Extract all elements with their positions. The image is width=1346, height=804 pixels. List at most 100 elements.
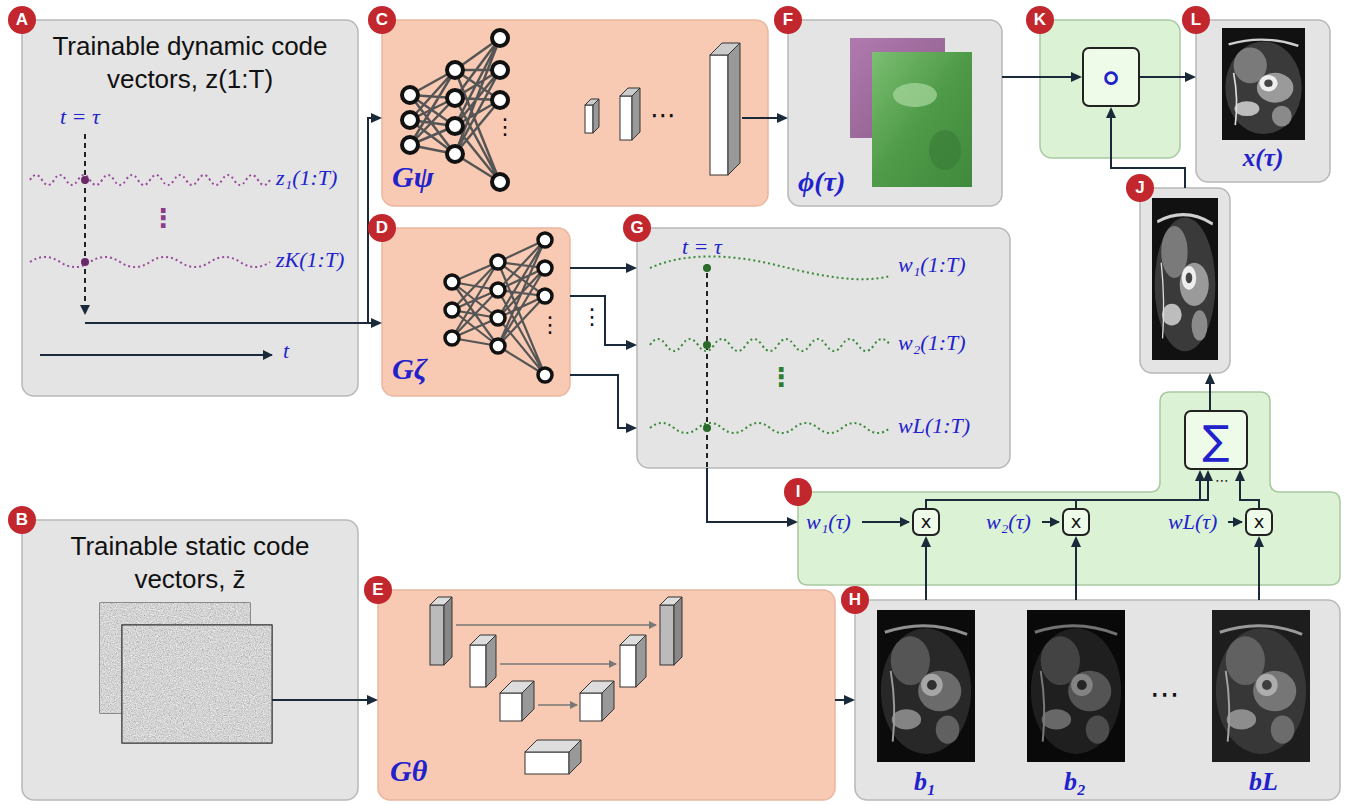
neuron bbox=[491, 255, 505, 269]
arrowhead bbox=[1071, 72, 1082, 82]
network-name: Gθ bbox=[390, 754, 427, 789]
feature-slab bbox=[580, 681, 614, 693]
field-map bbox=[850, 38, 945, 138]
arrowhead bbox=[1195, 470, 1205, 481]
math-label: w₁(τ) bbox=[806, 509, 851, 535]
mri-image bbox=[1222, 28, 1305, 140]
feature-slab bbox=[470, 645, 486, 687]
connector-line bbox=[925, 545, 927, 600]
neuron bbox=[445, 331, 459, 345]
panel-ground bbox=[382, 20, 768, 206]
arrowhead bbox=[367, 695, 378, 705]
connector-line bbox=[1240, 479, 1259, 508]
neuron bbox=[447, 118, 463, 134]
connector-line bbox=[1076, 479, 1208, 508]
noise-image bbox=[100, 603, 250, 713]
connector-line bbox=[742, 117, 768, 119]
arrow-connector bbox=[768, 113, 788, 123]
sample-dot bbox=[81, 176, 89, 184]
code-wave bbox=[30, 257, 270, 267]
arrow-connector bbox=[921, 536, 931, 600]
field-blob bbox=[929, 130, 961, 170]
panel-ground bbox=[855, 600, 1340, 800]
panel-ground bbox=[637, 228, 1010, 468]
time-axis bbox=[40, 354, 272, 356]
multiply-box: x bbox=[912, 508, 940, 536]
feature-slab bbox=[585, 99, 599, 105]
operator-symbol: x bbox=[1071, 513, 1082, 531]
connector-line bbox=[768, 117, 779, 119]
callout-letter: A bbox=[8, 6, 36, 34]
weight-wave bbox=[650, 423, 890, 433]
arrowhead bbox=[777, 113, 788, 123]
mri-image bbox=[1152, 198, 1218, 360]
panel-ground bbox=[1040, 20, 1180, 158]
math-label: wL(τ) bbox=[1168, 509, 1217, 535]
neuron bbox=[445, 233, 552, 382]
arrowhead bbox=[1203, 470, 1213, 481]
feature-slab bbox=[430, 605, 444, 665]
callout-letter: J bbox=[1126, 174, 1154, 202]
callout-letter: B bbox=[8, 506, 36, 534]
feature-slab bbox=[620, 635, 646, 645]
connector-line bbox=[272, 699, 358, 701]
neuron bbox=[492, 174, 508, 190]
neuron bbox=[492, 30, 508, 46]
weight-wave bbox=[650, 256, 890, 279]
feature-slab bbox=[636, 635, 646, 687]
panel-title: Trainable dynamic code vectors, z(1:T) bbox=[30, 30, 350, 95]
sample-dot bbox=[703, 341, 711, 349]
feature-slab bbox=[602, 681, 614, 721]
panel-ground bbox=[1196, 20, 1330, 182]
network-name: Gζ bbox=[392, 352, 427, 387]
panel-ground bbox=[22, 520, 358, 800]
neuron bbox=[538, 261, 552, 275]
skip-arrow bbox=[538, 704, 577, 706]
neuron bbox=[402, 87, 418, 103]
time-marker bbox=[706, 264, 708, 467]
image-shade bbox=[1212, 610, 1310, 762]
feature-slab bbox=[470, 635, 496, 645]
arrowhead bbox=[626, 263, 637, 273]
math-label: w₂(τ) bbox=[986, 509, 1031, 535]
panel-ground bbox=[1140, 188, 1230, 373]
arrowhead bbox=[626, 423, 637, 433]
operation-panel: I∑xxx bbox=[798, 392, 1340, 585]
network-links bbox=[452, 240, 545, 375]
feature-slab bbox=[660, 597, 682, 605]
neuron bbox=[491, 311, 505, 325]
multiply-box: x bbox=[1245, 508, 1273, 536]
panel-title: Trainable static code vectors, z̄ bbox=[30, 530, 350, 595]
arrow-connector bbox=[570, 263, 637, 273]
math-label: zK(1:T) bbox=[276, 247, 344, 273]
callout-letter: C bbox=[368, 6, 396, 34]
arrow-connector bbox=[1205, 373, 1215, 410]
multiply-box: x bbox=[1062, 508, 1090, 536]
neuron bbox=[447, 90, 463, 106]
axis-label: t bbox=[283, 338, 289, 364]
sum-box: ∑ bbox=[1184, 410, 1248, 470]
arrow-connector bbox=[1254, 536, 1264, 600]
basis-label: b₂ bbox=[1064, 766, 1086, 797]
weight-wave bbox=[650, 339, 890, 351]
network-drawing bbox=[402, 30, 768, 190]
neuron bbox=[491, 339, 505, 353]
arrow-connector bbox=[835, 695, 855, 705]
arrow-connector bbox=[1002, 72, 1082, 82]
connector-line bbox=[358, 322, 373, 324]
callout-letter: E bbox=[364, 576, 392, 604]
panel-ground bbox=[382, 228, 570, 396]
image-panel: J bbox=[1140, 188, 1230, 373]
math-label: x(τ) bbox=[1196, 144, 1330, 173]
image-panel: Lx(τ) bbox=[1196, 20, 1330, 182]
code-wave bbox=[30, 175, 270, 185]
callout-letter: I bbox=[784, 478, 812, 506]
sample-dot bbox=[703, 264, 711, 272]
feature-slab bbox=[620, 88, 640, 96]
arrow-connector bbox=[570, 296, 637, 350]
feature-slab bbox=[660, 605, 674, 665]
feature-slab bbox=[525, 740, 581, 752]
ellipsis: ⋮ bbox=[150, 203, 176, 234]
arrow-connector bbox=[358, 695, 378, 705]
neuron bbox=[538, 233, 552, 247]
